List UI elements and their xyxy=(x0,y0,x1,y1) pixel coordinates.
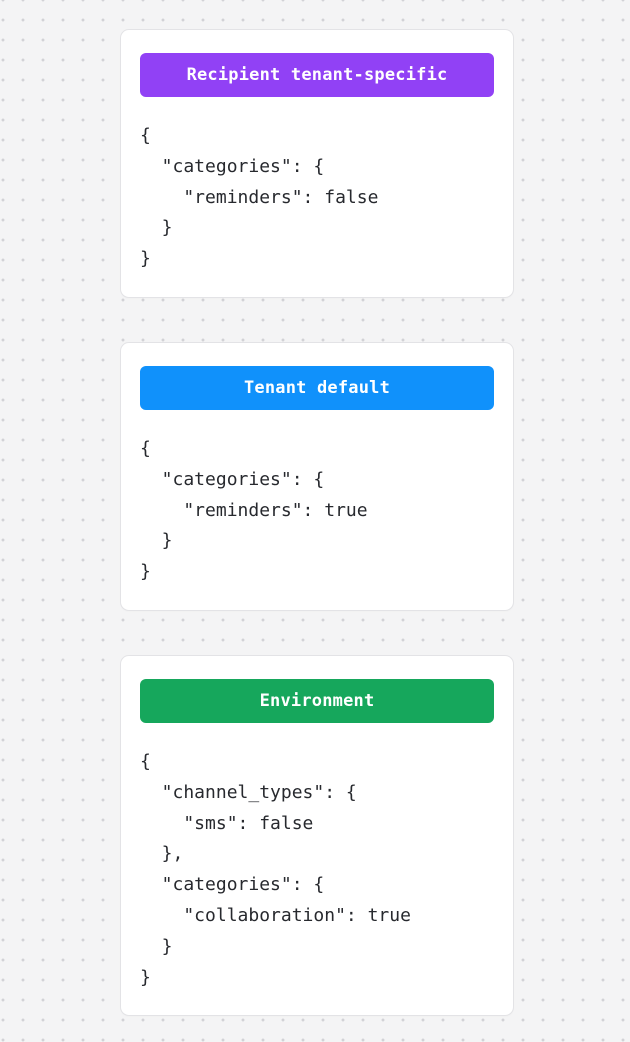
badge-tenant-default: Tenant default xyxy=(140,365,494,410)
card-environment: Environment { "channel_types": { "sms": … xyxy=(120,654,514,1017)
card-recipient-tenant-specific: Recipient tenant-specific { "categories"… xyxy=(120,29,514,298)
preference-layers-stack: Recipient tenant-specific { "categories"… xyxy=(120,29,514,1017)
code-block-tenant-default: { "categories": { "reminders": true } } xyxy=(140,437,368,583)
code-block-recipient-tenant-specific: { "categories": { "reminders": false } } xyxy=(140,125,379,270)
badge-recipient-tenant-specific: Recipient tenant-specific xyxy=(140,53,494,97)
card-tenant-default: Tenant default { "categories": { "remind… xyxy=(120,341,514,611)
code-block-environment: { "channel_types": { "sms": false }, "ca… xyxy=(140,750,411,988)
badge-environment: Environment xyxy=(140,678,494,723)
